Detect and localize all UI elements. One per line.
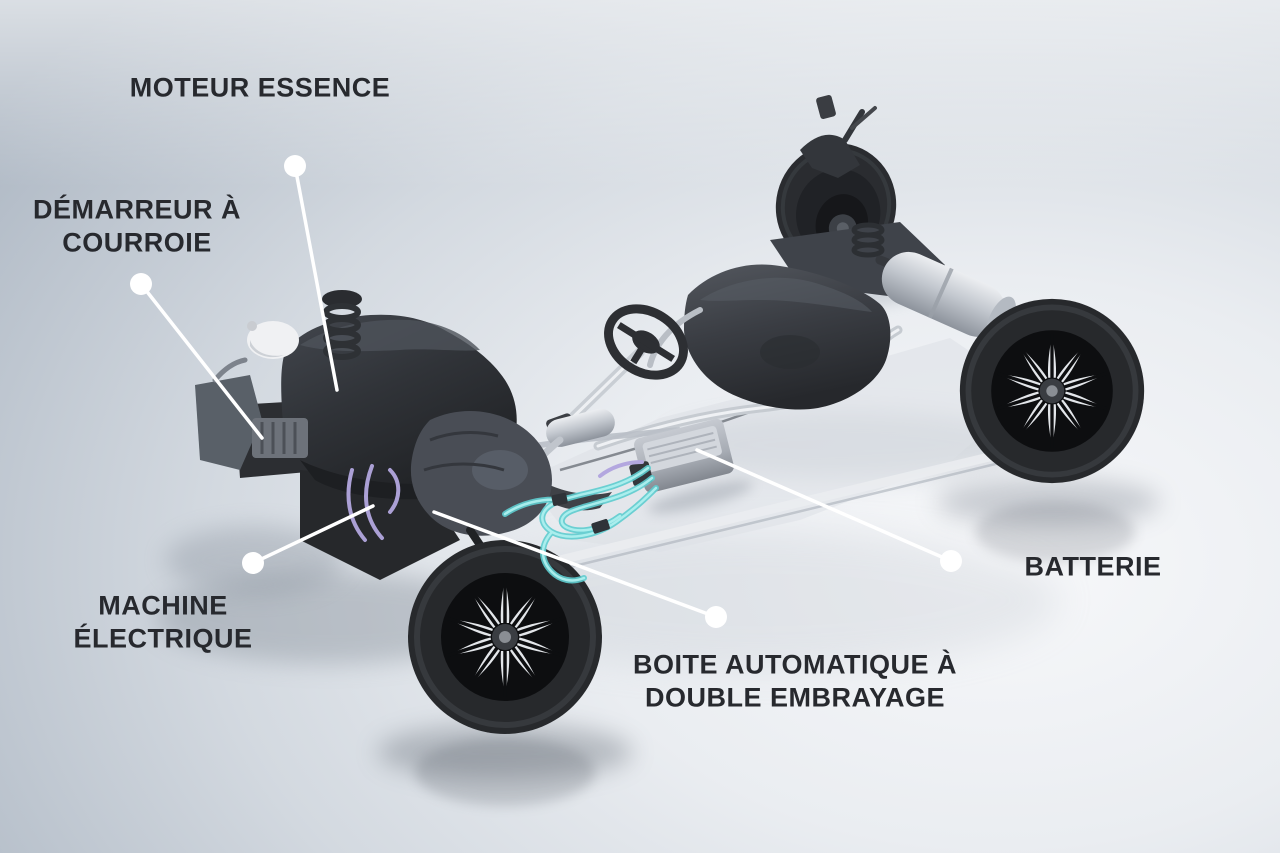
- callout-dot-batterie: [940, 550, 962, 572]
- teal-cable: [502, 460, 659, 584]
- fuel-tank: [647, 264, 891, 410]
- label-boite-automatique: BOITE AUTOMATIQUE À DOUBLE EMBRAYAGE: [633, 649, 957, 713]
- coolant-reservoir: [247, 321, 299, 359]
- callout-dot-machine-electrique: [242, 552, 264, 574]
- callout-dot-moteur-essence: [284, 155, 306, 177]
- callout-line-machine-electrique: [251, 504, 375, 565]
- label-machine-electrique: MACHINE ÉLECTRIQUE: [73, 590, 253, 654]
- battery-unit: [629, 418, 753, 514]
- front-left-wheel: [408, 540, 602, 734]
- belt-starter: [252, 418, 308, 458]
- label-batterie: BATTERIE: [1024, 551, 1162, 582]
- callout-dots: [130, 155, 962, 628]
- callout-line-batterie: [695, 448, 953, 563]
- callout-lines: [139, 164, 953, 619]
- callout-line-moteur-essence: [293, 164, 339, 392]
- engine-cluster: [195, 290, 552, 580]
- callout-line-boite: [432, 510, 718, 619]
- rear-right-wheel: [960, 299, 1144, 483]
- catalytic-converter: [546, 408, 615, 447]
- callout-dot-boite: [705, 606, 727, 628]
- label-moteur-essence: MOTEUR ESSENCE: [129, 72, 391, 103]
- callout-line-demarreur: [139, 282, 264, 440]
- callout-dot-demarreur: [130, 273, 152, 295]
- label-demarreur-a-courroie: DÉMARREUR À COURROIE: [33, 194, 241, 258]
- purple-cable: [346, 464, 401, 542]
